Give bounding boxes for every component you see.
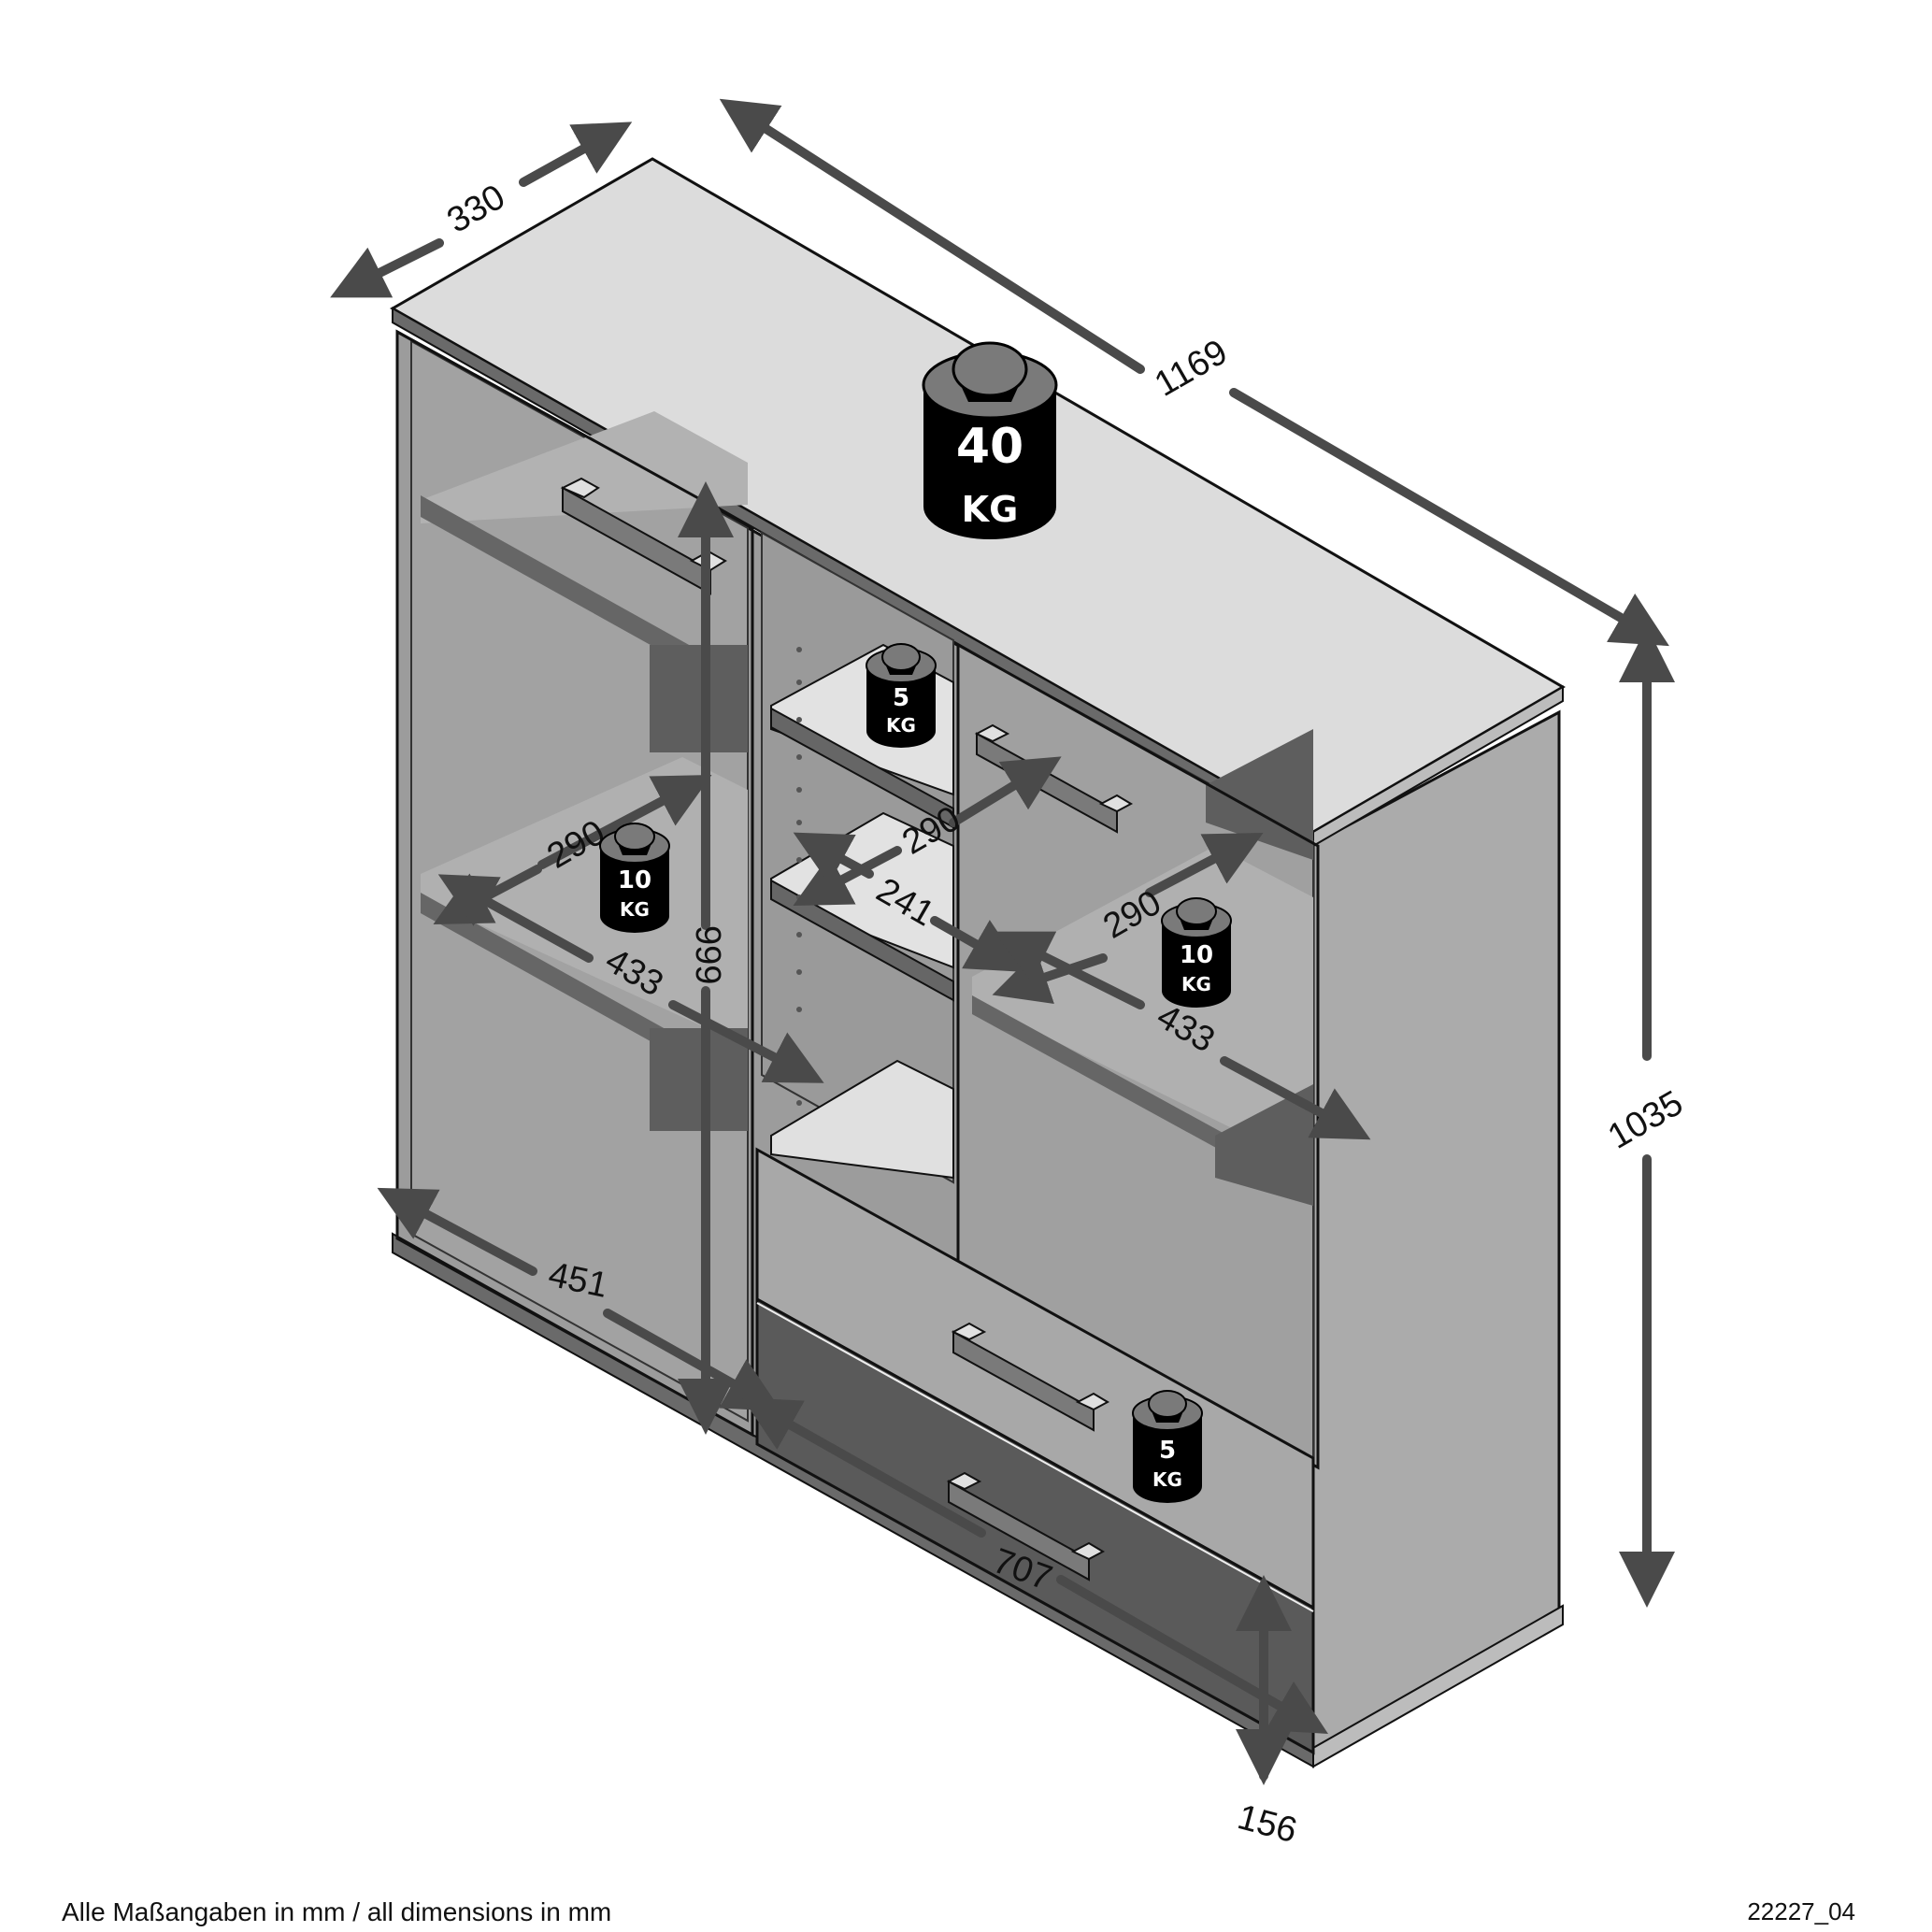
svg-text:5: 5 xyxy=(1159,1437,1176,1465)
svg-text:10: 10 xyxy=(1180,941,1213,969)
svg-text:KG: KG xyxy=(886,714,916,737)
dim-height-1035: 1035 xyxy=(1602,1083,1690,1157)
weight-icon-10kg-right: 10 KG xyxy=(1161,897,1232,1008)
weight-icon-5kg-center: 5 KG xyxy=(866,643,937,748)
dim-depth-330: 330 xyxy=(441,178,512,241)
dim-width-1169: 1169 xyxy=(1149,333,1235,405)
svg-text:KG: KG xyxy=(962,489,1019,530)
center-compartment xyxy=(761,531,954,1184)
dim-drawer-height-156: 156 xyxy=(1234,1797,1301,1851)
drawing-code: 22227_04 xyxy=(1747,1897,1855,1925)
lower-drawer-handle xyxy=(946,1471,1106,1581)
dimension-lines xyxy=(330,98,1675,1785)
svg-text:10: 10 xyxy=(618,866,651,894)
upper-drawer-handle xyxy=(951,1322,1110,1432)
dim-interior-height-999: 999 xyxy=(688,925,727,984)
center-bottom xyxy=(770,1059,954,1180)
svg-text:KG: KG xyxy=(1152,1468,1182,1491)
svg-text:40: 40 xyxy=(956,419,1023,475)
weight-icon-10kg-left: 10 KG xyxy=(599,823,670,933)
left-middle-shelf xyxy=(421,757,748,1047)
svg-text:KG: KG xyxy=(620,898,650,921)
left-compartment xyxy=(395,329,754,1438)
weight-icon-5kg-drawer: 5 KG xyxy=(1132,1390,1203,1503)
right-glass-door-frame xyxy=(956,642,1320,1470)
svg-text:KG: KG xyxy=(1181,973,1211,995)
right-side-panel xyxy=(1311,709,1561,1765)
units-note: Alle Maßangaben in mm / all dimensions i… xyxy=(62,1897,612,1926)
svg-text:5: 5 xyxy=(893,684,909,712)
weight-icon-40kg: 40 KG xyxy=(922,341,1058,539)
bottom-plinth-side xyxy=(1312,1604,1564,1768)
